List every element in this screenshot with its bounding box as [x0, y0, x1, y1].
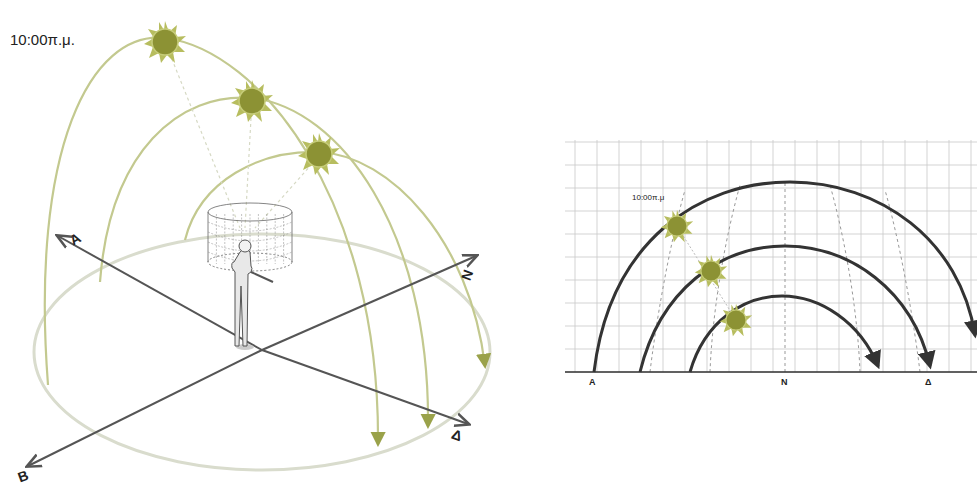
chart-grid — [565, 140, 977, 372]
time-label: 10:00π.μ — [632, 194, 664, 202]
time-label: 10:00π.μ. — [10, 32, 75, 47]
sun-link — [677, 226, 736, 320]
direction-label: Δ — [450, 427, 464, 444]
sun-symbol — [661, 210, 693, 242]
sun-symbol — [695, 255, 727, 287]
horizon-line — [565, 371, 977, 373]
sun-path-curves — [594, 182, 975, 372]
direction-label: Δ — [925, 378, 931, 387]
direction-label: B — [16, 467, 30, 484]
direction-label: N — [459, 268, 476, 282]
sun-symbol — [298, 133, 340, 175]
sun-symbol — [720, 304, 752, 336]
observer-figure — [208, 203, 292, 350]
compass-axes — [28, 236, 476, 466]
hour-lines — [650, 182, 920, 372]
direction-label: A — [589, 378, 596, 387]
direction-label: A — [67, 230, 83, 247]
horizon-ellipse — [34, 234, 490, 470]
direction-label: N — [781, 378, 788, 387]
sun-rays — [165, 42, 320, 228]
sun-symbol — [144, 21, 186, 63]
sun-symbol — [231, 80, 273, 122]
sun-arcs — [45, 38, 485, 444]
